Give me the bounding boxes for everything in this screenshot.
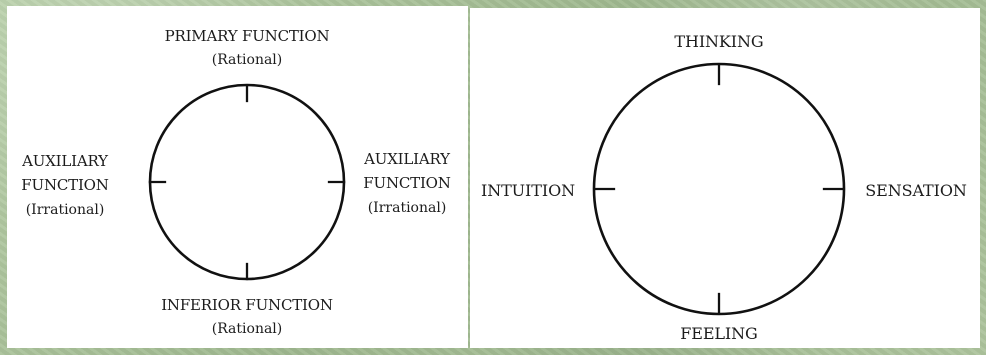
left-auxiliary-line1: AUXILIARY	[21, 152, 109, 170]
primary-function-type: (Rational)	[212, 52, 283, 68]
inferior-function-type: (Rational)	[212, 321, 283, 337]
left-auxiliary-type: (Irrational)	[26, 202, 105, 218]
right-auxiliary-type: (Irrational)	[368, 200, 447, 216]
right-diagram-panel: THINKING INTUITION SENSATION FEELING	[470, 8, 980, 348]
right-auxiliary-line2: FUNCTION	[363, 174, 450, 192]
thinking-label: THINKING	[674, 32, 763, 51]
left-circle	[148, 83, 346, 281]
right-circle	[592, 62, 846, 316]
inferior-function-label: INFERIOR FUNCTION	[161, 296, 333, 314]
feeling-label: FEELING	[680, 324, 758, 343]
right-diagram: THINKING INTUITION SENSATION FEELING	[481, 32, 967, 343]
sensation-label: SENSATION	[865, 181, 967, 200]
left-diagram-panel: PRIMARY FUNCTION (Rational) AUXILIARY FU…	[7, 6, 468, 348]
left-auxiliary-line2: FUNCTION	[21, 176, 108, 194]
intuition-label: INTUITION	[481, 181, 575, 200]
primary-function-label: PRIMARY FUNCTION	[165, 27, 330, 45]
left-diagram: PRIMARY FUNCTION (Rational) AUXILIARY FU…	[21, 27, 451, 337]
right-auxiliary-line1: AUXILIARY	[363, 150, 451, 168]
